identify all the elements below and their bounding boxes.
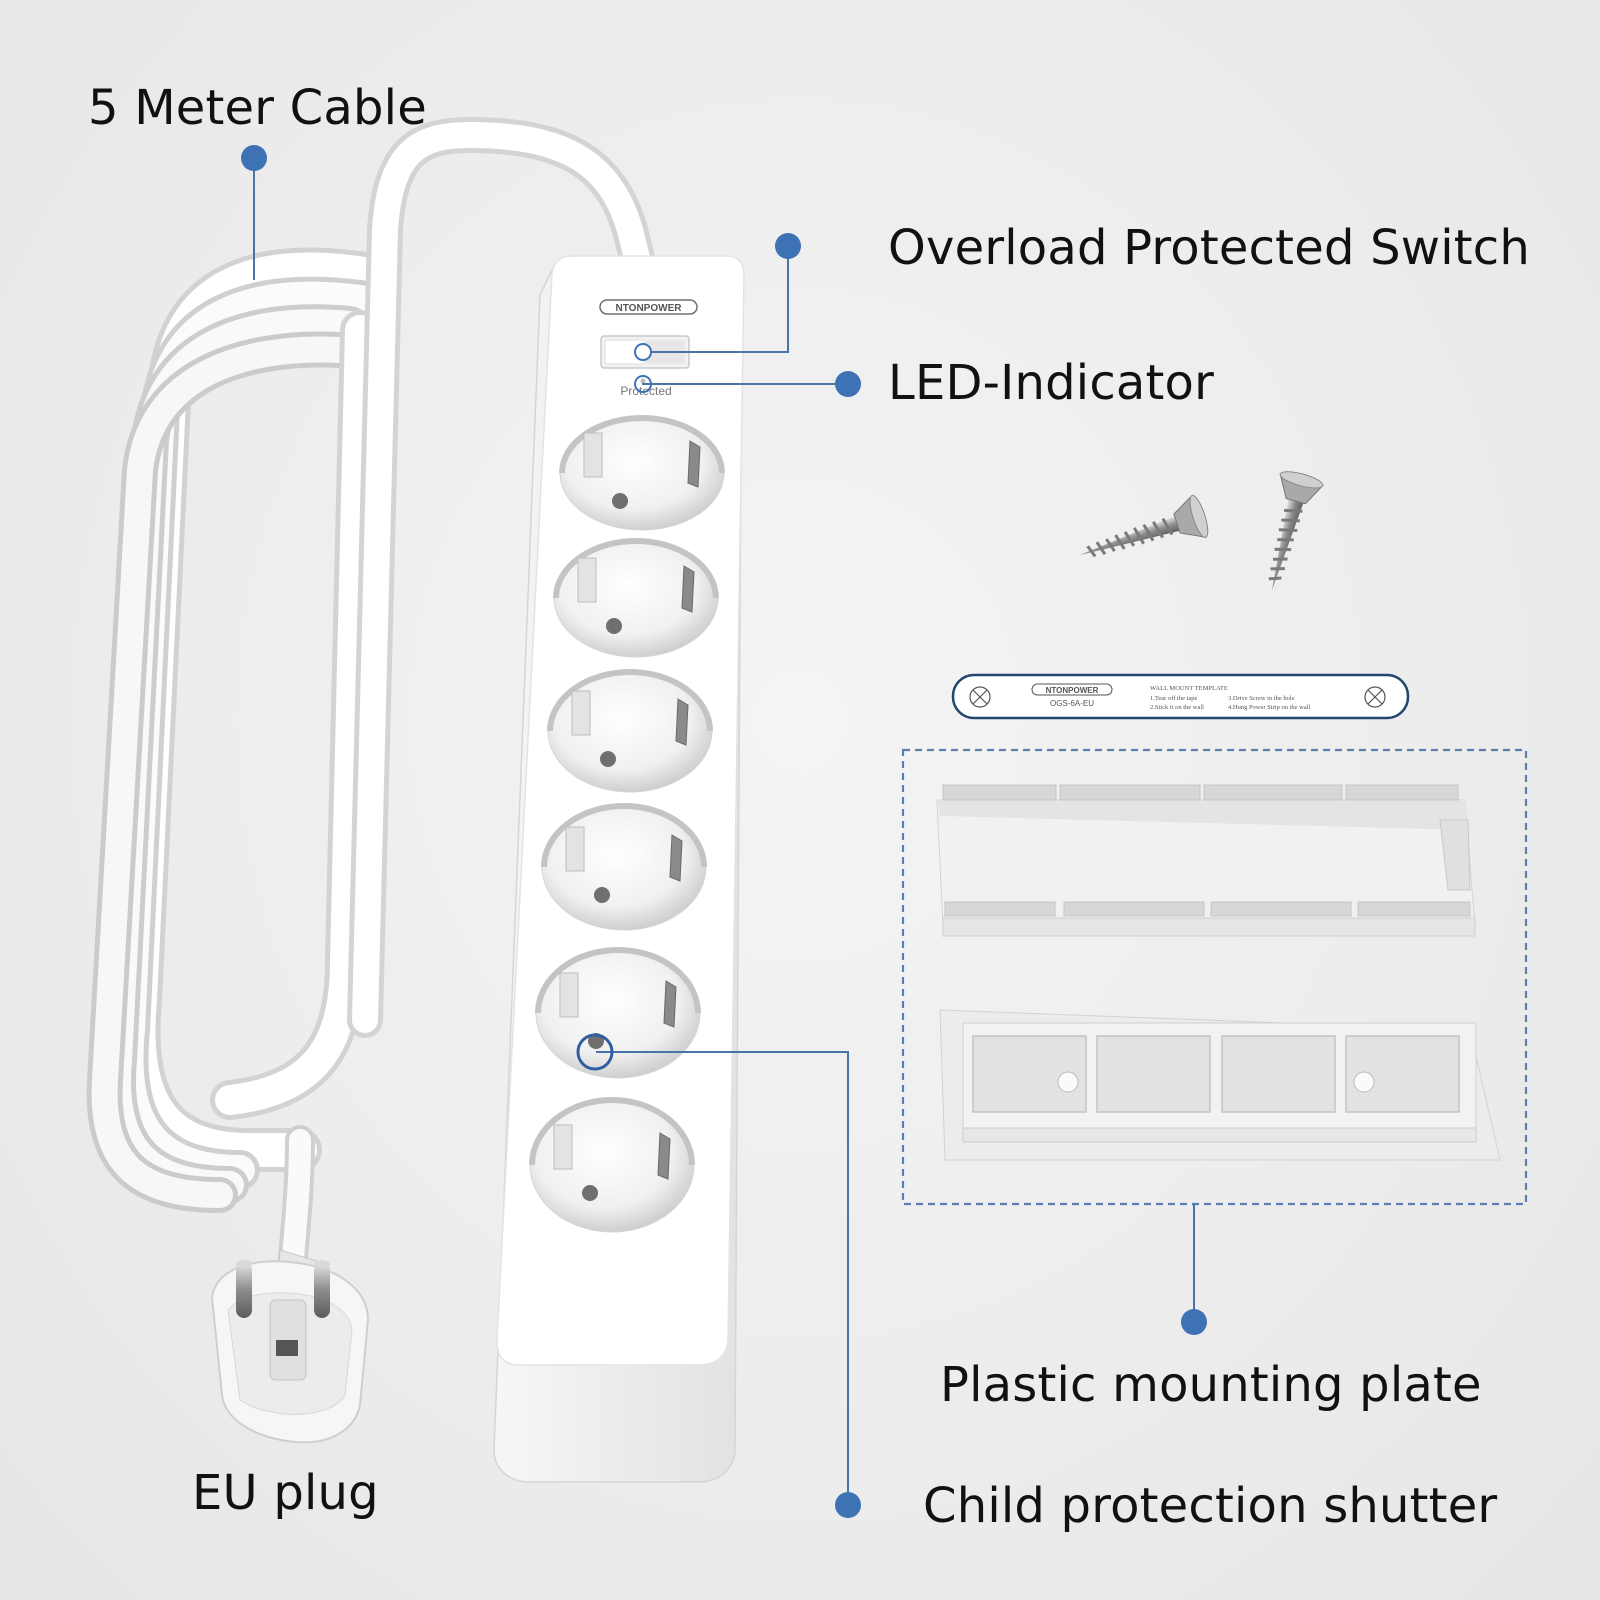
outlet-1 xyxy=(559,415,725,531)
eu-plug xyxy=(210,1249,370,1444)
switch-label: Overload Protected Switch xyxy=(888,220,1530,276)
callouts xyxy=(253,158,1195,1505)
template-step-1: 1.Tear off the tape xyxy=(1150,695,1198,702)
screw-1 xyxy=(1080,494,1209,558)
shutter-label: Child protection shutter xyxy=(923,1478,1498,1534)
strip-brand-text: NTONPOWER xyxy=(616,303,683,314)
plug-label: EU plug xyxy=(192,1465,379,1521)
wall-mount-template: NTONPOWER OGS-6A-EU WALL MOUNT TEMPLATE … xyxy=(951,673,1410,720)
led-marker-ring xyxy=(634,375,652,393)
outlet-4 xyxy=(541,803,707,931)
callout-dots xyxy=(241,145,1207,1518)
outlet-3 xyxy=(547,669,713,793)
power-strip: NTONPOWER Protected xyxy=(493,255,745,1483)
switch-callout-dot xyxy=(775,233,801,259)
screw-2 xyxy=(1268,471,1324,590)
template-model: OGS-6A-EU xyxy=(1050,699,1094,708)
switch-marker-ring xyxy=(634,343,652,361)
template-brand: NTONPOWER xyxy=(1046,686,1099,695)
led-indicator xyxy=(640,378,646,384)
mounting-rail xyxy=(936,784,1476,937)
shutter-marker-ring xyxy=(576,1033,614,1071)
mounting-base-plate xyxy=(939,1009,1501,1161)
led-label: LED-Indicator xyxy=(888,355,1215,411)
outlet-2 xyxy=(553,538,719,658)
cable-label: 5 Meter Cable xyxy=(88,80,427,136)
outlet-5 xyxy=(535,947,701,1079)
template-title: WALL MOUNT TEMPLATE xyxy=(1150,685,1228,692)
template-step-2: 2.Stick it on the wall xyxy=(1150,704,1204,711)
plate-callout-dot xyxy=(1181,1309,1207,1335)
led-callout-dot xyxy=(835,371,861,397)
plate-label: Plastic mounting plate xyxy=(940,1357,1482,1413)
shutter-callout-dot xyxy=(835,1492,861,1518)
cable-callout-dot xyxy=(241,145,267,171)
template-step-3: 3.Drive Screw in the hole xyxy=(1228,695,1295,702)
outlet-6 xyxy=(529,1097,695,1233)
outlets xyxy=(529,415,725,1233)
template-step-4: 4.Hung Power Strip on the wall xyxy=(1228,704,1311,711)
mounting-plate-highlight xyxy=(901,748,1528,1206)
